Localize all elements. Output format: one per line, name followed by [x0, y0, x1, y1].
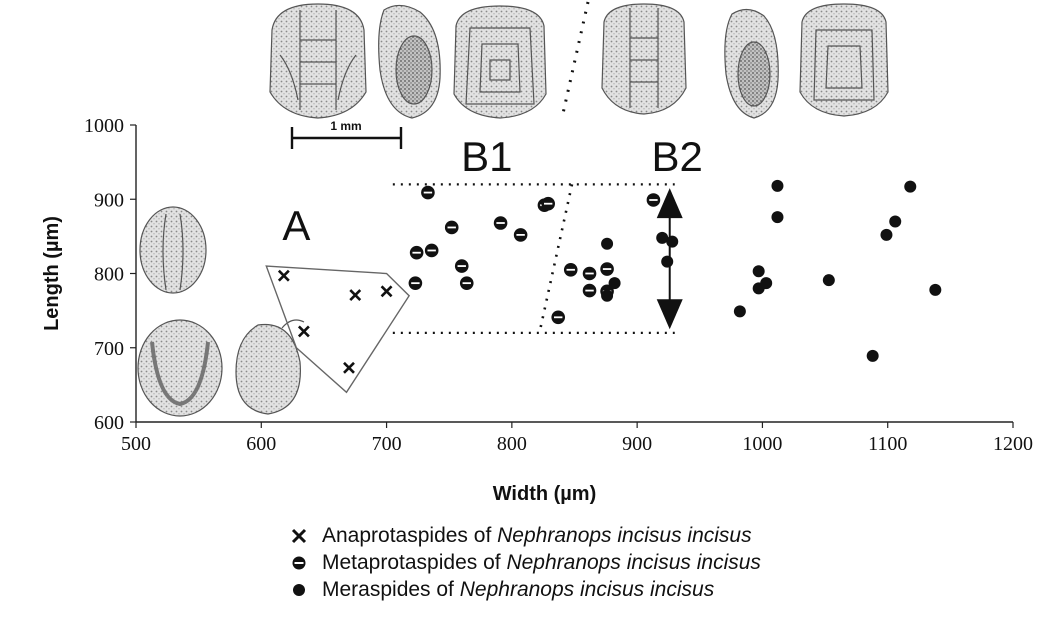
- data-point-metaprotaspis: [646, 193, 661, 207]
- legend: Anaprotaspides of Nephranops incisus inc…: [288, 522, 761, 603]
- filled-circle-marker-icon: [293, 583, 305, 596]
- data-point-metaprotaspis: [459, 276, 474, 290]
- data-point-anaprotaspis: [343, 361, 355, 374]
- y-tick-label: 1000: [84, 115, 124, 137]
- specimen-illustrations-left: [137, 206, 305, 417]
- specimen-illustration: [139, 206, 207, 294]
- legend-prefix: Meraspides of: [322, 577, 454, 601]
- data-point-meraspis: [666, 235, 679, 248]
- legend-item: Anaprotaspides of Nephranops incisus inc…: [288, 522, 761, 549]
- data-point-metaprotaspis: [582, 266, 597, 281]
- data-point-meraspis: [929, 283, 942, 296]
- specimen-illustrations-top: [269, 3, 889, 119]
- data-point-meraspis: [752, 265, 765, 278]
- labels: A B1 B2: [282, 133, 703, 249]
- data-point-meraspis: [771, 179, 784, 192]
- data-point-meraspis: [904, 180, 917, 193]
- legend-species: Nephranops incisus incisus: [497, 523, 752, 547]
- group-label-b1: B1: [461, 133, 512, 180]
- y-axis-label: Length (µm): [41, 216, 63, 331]
- y-tick-label: 800: [94, 264, 124, 286]
- data-point-meraspis: [661, 255, 674, 268]
- x-axis-label: Width (µm): [493, 483, 597, 505]
- divider-b1-b2: [538, 184, 574, 334]
- data-point-metaprotaspis: [424, 243, 439, 258]
- x-marker-icon: [291, 528, 307, 543]
- data-point-metaprotaspis: [541, 196, 555, 211]
- data-point-metaprotaspis: [409, 245, 424, 260]
- data-point-anaprotaspis: [380, 285, 393, 298]
- x-tick-label: 600: [246, 433, 276, 455]
- double-arrow-head-up: [656, 188, 683, 219]
- annotations: 1 mm: [265, 1, 683, 394]
- legend-species: Nephranops incisus incisus: [506, 550, 761, 574]
- y-tick-label: 700: [94, 338, 124, 360]
- y-tick-label: 900: [94, 189, 124, 211]
- specimen-illustration: [799, 3, 889, 117]
- group-a-hull: [265, 265, 411, 394]
- specimen-illustration: [378, 4, 441, 119]
- legend-species: Nephranops incisus incisus: [459, 577, 715, 601]
- circle-dot-marker-icon: [292, 556, 306, 569]
- data-point-meraspis: [822, 274, 835, 287]
- data-point-meraspis: [880, 228, 893, 241]
- specimen-illustration: [269, 3, 367, 119]
- group-label-b2: B2: [652, 133, 703, 180]
- data-point-metaprotaspis: [454, 259, 469, 273]
- scale-bar-label: 1 mm: [330, 119, 361, 133]
- data-point-meraspis: [733, 305, 746, 318]
- specimen-illustration: [601, 3, 687, 115]
- data-point-anaprotaspis: [349, 289, 362, 301]
- divider-illustrations: [560, 1, 590, 119]
- data-point-meraspis: [601, 237, 614, 250]
- data-point-meraspis: [866, 349, 879, 362]
- y-tick-label: 600: [94, 412, 124, 434]
- data-point-meraspis: [656, 231, 669, 244]
- specimen-illustration: [235, 319, 305, 415]
- data-point-anaprotaspis: [277, 269, 290, 282]
- data-point-metaprotaspis: [493, 216, 508, 230]
- data-point-metaprotaspis: [563, 262, 578, 277]
- legend-prefix: Metaprotaspides of: [322, 550, 501, 574]
- specimen-illustration: [137, 319, 223, 417]
- data-point-meraspis: [601, 289, 614, 302]
- data-point-meraspis: [889, 215, 902, 228]
- legend-item: Meraspides of Nephranops incisus incisus: [288, 576, 761, 603]
- data-point-meraspis: [771, 211, 784, 224]
- specimen-illustration: [453, 5, 547, 119]
- data-point-metaprotaspis: [582, 283, 597, 298]
- data-point-meraspis: [760, 277, 773, 290]
- data-points: [277, 179, 942, 374]
- legend-prefix: Anaprotaspides of: [322, 523, 492, 547]
- x-tick-label: 500: [121, 433, 151, 455]
- x-tick-label: 800: [497, 433, 527, 455]
- specimen-illustration: [724, 8, 779, 119]
- data-point-anaprotaspis: [297, 325, 310, 338]
- x-tick-label: 1000: [742, 433, 782, 455]
- legend-item: Metaprotaspides of Nephranops incisus in…: [288, 549, 761, 576]
- x-tick-label: 700: [372, 433, 402, 455]
- data-point-metaprotaspis: [600, 262, 614, 276]
- data-point-metaprotaspis: [551, 310, 566, 325]
- group-label-a: A: [282, 202, 310, 249]
- double-arrow-head-down: [656, 299, 683, 330]
- data-point-metaprotaspis: [444, 220, 459, 235]
- x-tick-label: 900: [622, 433, 652, 455]
- data-point-metaprotaspis: [513, 228, 528, 242]
- data-point-meraspis: [608, 277, 621, 290]
- data-point-metaprotaspis: [421, 185, 435, 200]
- data-point-metaprotaspis: [408, 276, 423, 290]
- x-tick-label: 1200: [993, 433, 1033, 455]
- x-tick-label: 1100: [868, 433, 907, 455]
